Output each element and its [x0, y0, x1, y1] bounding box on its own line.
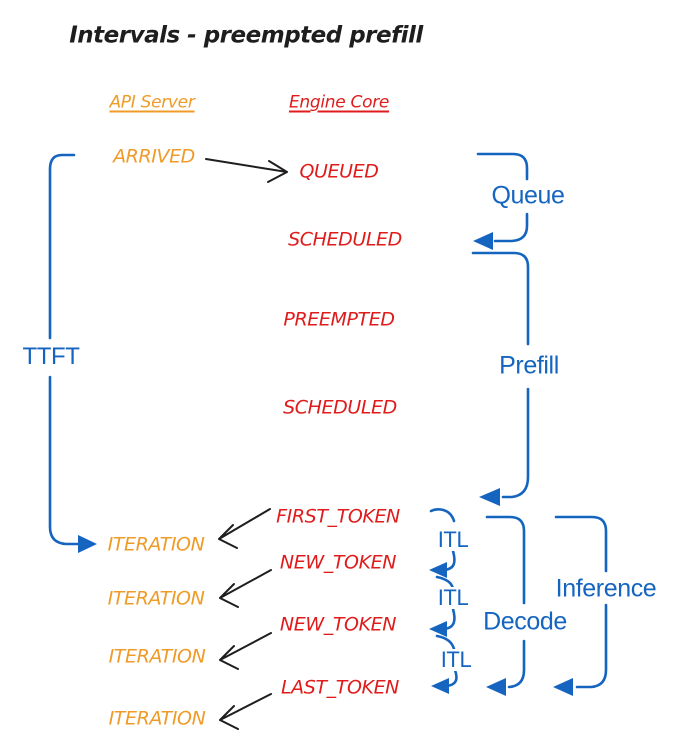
interval-label-prefill: Prefill: [497, 351, 561, 380]
itl-3-arrowhead-icon: [431, 678, 449, 694]
event-arrived: ARRIVED: [113, 145, 195, 168]
decode-arrowhead-icon: [486, 678, 506, 696]
event-last-token: LAST_TOKEN: [281, 676, 399, 699]
ttft-arrowhead-icon: [78, 535, 97, 553]
event-iteration-2: ITERATION: [107, 587, 205, 610]
inference-bracket: [553, 515, 608, 696]
inference-bracket-line: [554, 515, 608, 689]
ttft-bracket-line: [48, 153, 81, 546]
arrow-last-token-to-iteration: [219, 693, 272, 730]
event-new-token-1: NEW_TOKEN: [279, 551, 397, 574]
arrow-arrived-to-queued: [205, 158, 288, 183]
itl-1-top-line: [429, 508, 456, 523]
event-scheduled-1: SCHEDULED: [288, 228, 402, 251]
interval-label-decode: Decode: [481, 607, 569, 636]
column-header-engine-core: Engine Core: [288, 92, 390, 113]
queue-arrowhead-icon: [473, 232, 493, 250]
event-first-token: FIRST_TOKEN: [276, 505, 400, 528]
prefill-bracket-line: [471, 251, 530, 499]
interval-label-inference: Inference: [553, 574, 659, 603]
interval-label-queue: Queue: [489, 181, 567, 210]
event-scheduled-2: SCHEDULED: [283, 396, 397, 419]
inference-arrowhead-icon: [553, 678, 573, 696]
column-header-api-server: API Server: [109, 92, 195, 113]
arrow-first-token-to-iteration: [218, 508, 271, 549]
prefill-arrowhead-icon: [479, 488, 500, 506]
event-new-token-2: NEW_TOKEN: [279, 613, 397, 636]
arrow-new-token-1-to-iteration: [219, 569, 272, 608]
interval-label-ttft: TTFT: [20, 343, 82, 370]
itl-1-arrowhead-icon: [429, 562, 447, 578]
event-iteration-3: ITERATION: [108, 645, 206, 668]
arrow-new-token-2-to-iteration: [219, 632, 272, 670]
event-arrows: [205, 158, 288, 730]
event-preempted: PREEMPTED: [283, 308, 395, 331]
itl-2-arrowhead-icon: [429, 621, 447, 637]
itl-3-top-line: [435, 634, 456, 651]
decode-bracket-line: [485, 515, 526, 689]
event-iteration-1: ITERATION: [107, 533, 205, 556]
diagram-title: Intervals - preempted prefill: [69, 22, 423, 49]
prefill-bracket: [471, 251, 530, 506]
interval-label-itl-3: ITL: [438, 647, 474, 672]
interval-label-itl-2: ITL: [435, 585, 471, 610]
queue-bracket-line: [476, 152, 529, 243]
ttft-bracket: [48, 153, 97, 553]
queue-bracket: [473, 152, 529, 250]
itl-brackets: [429, 508, 458, 694]
event-queued: QUEUED: [299, 160, 379, 183]
decode-bracket: [485, 515, 526, 696]
event-iteration-4: ITERATION: [108, 707, 206, 730]
interval-label-itl-1: ITL: [435, 527, 471, 552]
